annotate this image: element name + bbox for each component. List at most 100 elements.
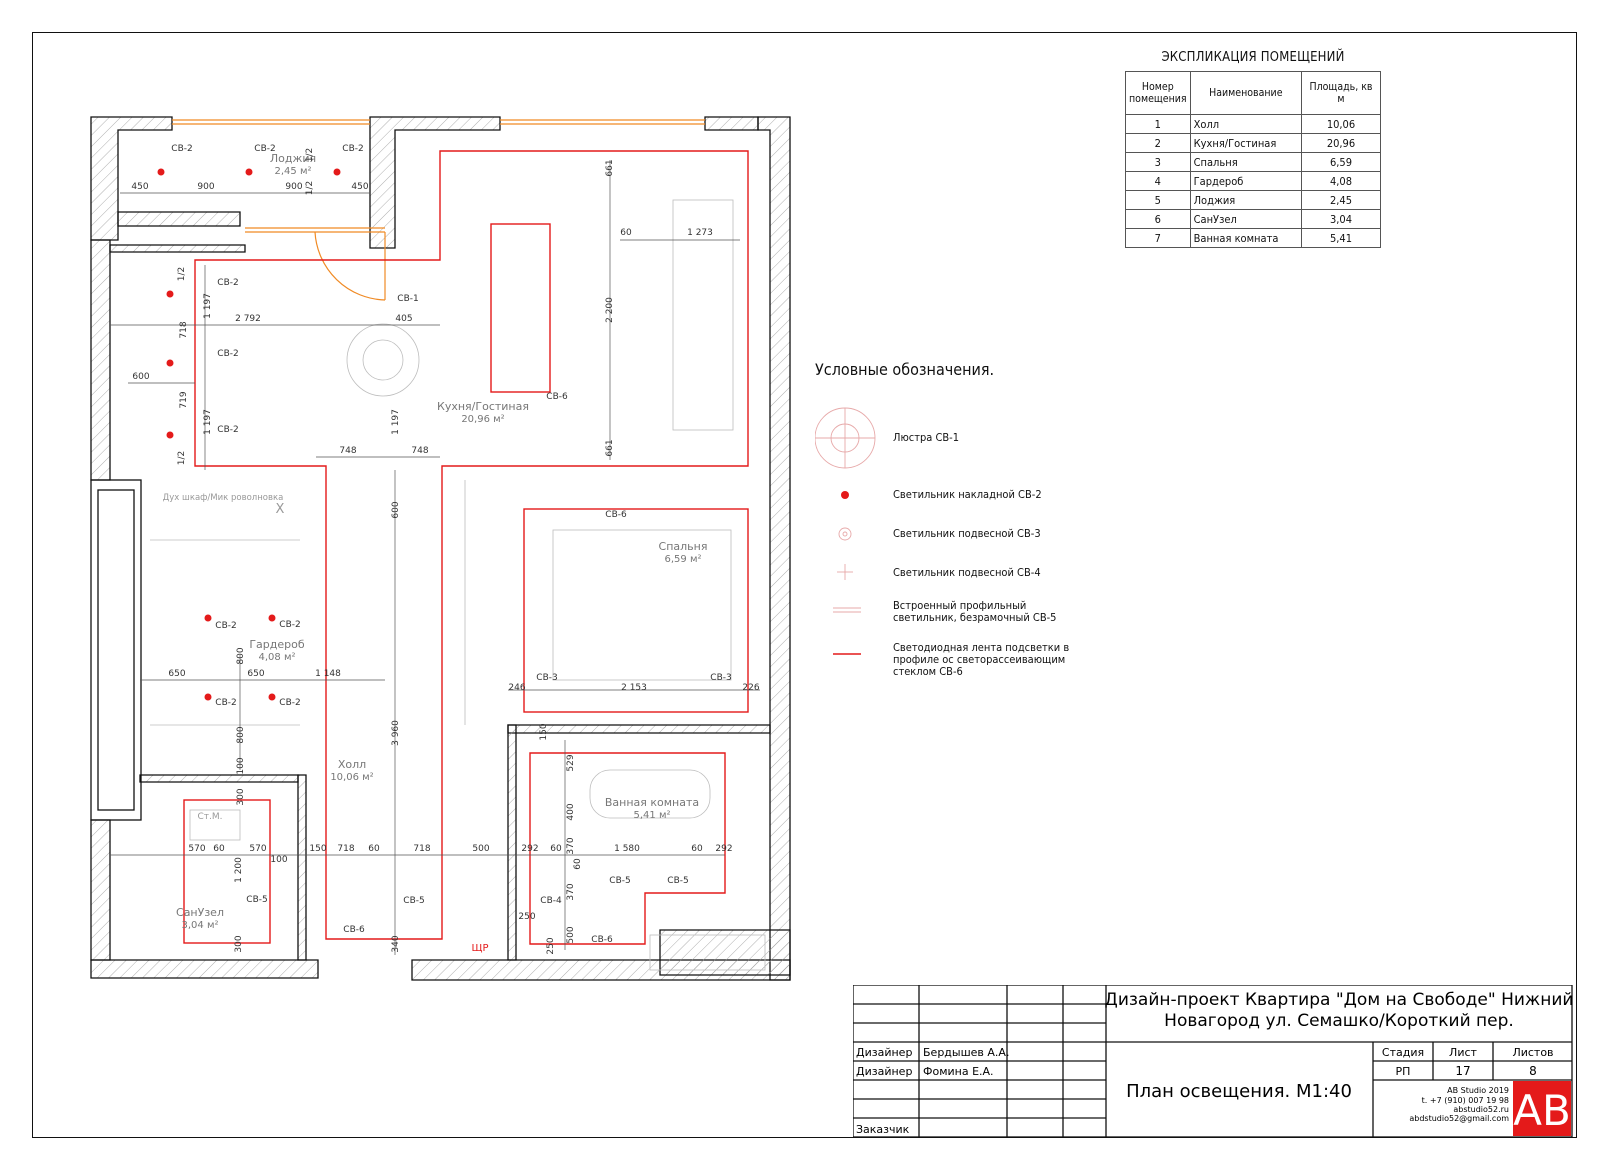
room-area: 20,96 xyxy=(1301,133,1381,153)
half-mark: 1/2 xyxy=(305,181,315,195)
dimension-d600a: 600 xyxy=(132,372,149,382)
title-block: Дизайн-проект Квартира "Дом на Свободе" … xyxy=(853,985,1573,1138)
dimension-d718b: 718 xyxy=(337,844,354,854)
dimension-lines xyxy=(110,160,760,955)
fixture-label-cb2: СВ-2 xyxy=(279,698,300,708)
pendant-cross-icon xyxy=(837,564,853,580)
project-title-line1: Дизайн-проект Квартира "Дом на Свободе" … xyxy=(1105,990,1573,1010)
room-area: 5,41 xyxy=(1301,228,1381,248)
dimension-d250b: 250 xyxy=(546,937,556,954)
room-area: 3,04 м² xyxy=(182,920,219,931)
dimension-d500b: 500 xyxy=(472,844,489,854)
washer-label: Ст.М. xyxy=(197,812,222,822)
dimension-d529: 529 xyxy=(566,754,576,771)
furniture xyxy=(150,199,766,971)
dimension-d650a: 650 xyxy=(168,669,185,679)
dimension-d300a: 300 xyxy=(236,788,246,805)
surface-light-cb2 xyxy=(157,168,165,176)
dimension-d748b: 748 xyxy=(411,446,428,456)
fixture-label-cb2: СВ-2 xyxy=(279,620,300,630)
studio-email: abdstudio52@gmail.com xyxy=(1409,1114,1509,1123)
fixture-label-cb6: СВ-6 xyxy=(591,935,613,945)
left-cabinet xyxy=(90,479,142,821)
dimension-d718: 718 xyxy=(179,321,189,338)
dimension-d718c: 718 xyxy=(413,844,430,854)
room-area: 3,04 xyxy=(1301,209,1381,229)
dimension-d405: 405 xyxy=(395,314,412,324)
surface-light-cb2 xyxy=(268,614,276,622)
room-number: 5 xyxy=(1125,190,1191,210)
room-area: 10,06 м² xyxy=(330,772,373,783)
dimension-d3960: 3 960 xyxy=(391,720,401,746)
room-number: 3 xyxy=(1125,152,1191,172)
room-name: Гардероб xyxy=(249,638,305,651)
dimension-d2153: 2 153 xyxy=(621,683,647,693)
sheet-value: 17 xyxy=(1455,1064,1470,1078)
project-title-line2: Новагород ул. Семашко/Короткий пер. xyxy=(1164,1011,1514,1031)
dimension-d60b: 60 xyxy=(213,844,225,854)
col-header-area: Площадь, кв м xyxy=(1301,71,1381,115)
legend-item-cb5: Встроенный профильный светильник, безрам… xyxy=(893,599,1057,624)
dimension-d650b: 650 xyxy=(247,669,264,679)
room-area: 2,45 xyxy=(1301,190,1381,210)
fixture-label-cb2: СВ-2 xyxy=(171,144,192,154)
dimension-d800b: 800 xyxy=(236,726,246,743)
fixture-label-cb2: СВ-2 xyxy=(217,278,238,288)
dimension-d500a: 500 xyxy=(566,926,576,943)
room-name: Спальня xyxy=(1189,152,1303,172)
fixture-label-cb3: СВ-3 xyxy=(710,673,731,683)
fixture-label-cb2: СВ-2 xyxy=(254,144,275,154)
dimension-d100b: 100 xyxy=(270,855,287,865)
fixture-label-cb2: СВ-2 xyxy=(217,349,238,359)
col-header-number: Номер помещения xyxy=(1125,71,1191,115)
fixture-label-cb5: СВ-5 xyxy=(403,896,424,906)
electrical-panel-label: ЩР xyxy=(472,943,489,954)
dimension-d150b: 150 xyxy=(309,844,326,854)
dimension-d600b: 600 xyxy=(391,501,401,518)
dimension-d60f: 60 xyxy=(573,858,583,870)
fixture-label-cb5: СВ-5 xyxy=(246,895,267,905)
fixture-label-cb4: СВ-4 xyxy=(540,896,562,906)
fixture-label-cb3: СВ-3 xyxy=(536,673,557,683)
dimension-d719: 719 xyxy=(179,391,189,408)
room-area: 10,06 xyxy=(1301,114,1381,134)
room-area: 20,96 м² xyxy=(461,414,504,425)
studio-logo: AB xyxy=(1513,1081,1571,1136)
designer-name-1: Бердышев А.А. xyxy=(923,1046,1009,1059)
dimension-d150a: 150 xyxy=(539,723,549,740)
dimension-d100: 100 xyxy=(236,757,246,774)
room-area: 4,08 xyxy=(1301,171,1381,191)
dimension-d60: 60 xyxy=(620,228,632,238)
dimension-d60d: 60 xyxy=(550,844,562,854)
room-name: Гардероб xyxy=(1189,171,1303,191)
dimension-d1197b: 1 197 xyxy=(203,409,213,435)
dimension-d2200: 2 200 xyxy=(605,297,615,323)
col-header-name: Наименование xyxy=(1189,71,1303,115)
surface-light-cb2 xyxy=(333,168,341,176)
room-area: 4,08 м² xyxy=(259,652,296,663)
legend: Условные обозначения. Люст xyxy=(815,360,1235,678)
dimension-d250a: 250 xyxy=(518,912,535,922)
room-number: 2 xyxy=(1125,133,1191,153)
dimension-d1197c: 1 197 xyxy=(391,409,401,435)
room-name: Кухня/Гостиная xyxy=(437,400,529,413)
designer-role-1: Дизайнер xyxy=(856,1046,912,1059)
dimension-d661a: 661 xyxy=(605,159,615,176)
dimension-d748a: 748 xyxy=(339,446,356,456)
dimension-d1580: 1 580 xyxy=(614,844,640,854)
surface-light-cb2 xyxy=(268,693,276,701)
fixture-label-cb1: СВ-1 xyxy=(397,294,418,304)
legend-item-cb3: Светильник подвесной СВ-3 xyxy=(893,527,1041,540)
dimension-d60e: 60 xyxy=(691,844,703,854)
dimension-d370b: 370 xyxy=(566,883,576,900)
dimension-d1148: 1 148 xyxy=(315,669,341,679)
legend-item-cb2: Светильник накладной СВ-2 xyxy=(893,488,1042,501)
sheet-label: Лист xyxy=(1449,1046,1477,1059)
